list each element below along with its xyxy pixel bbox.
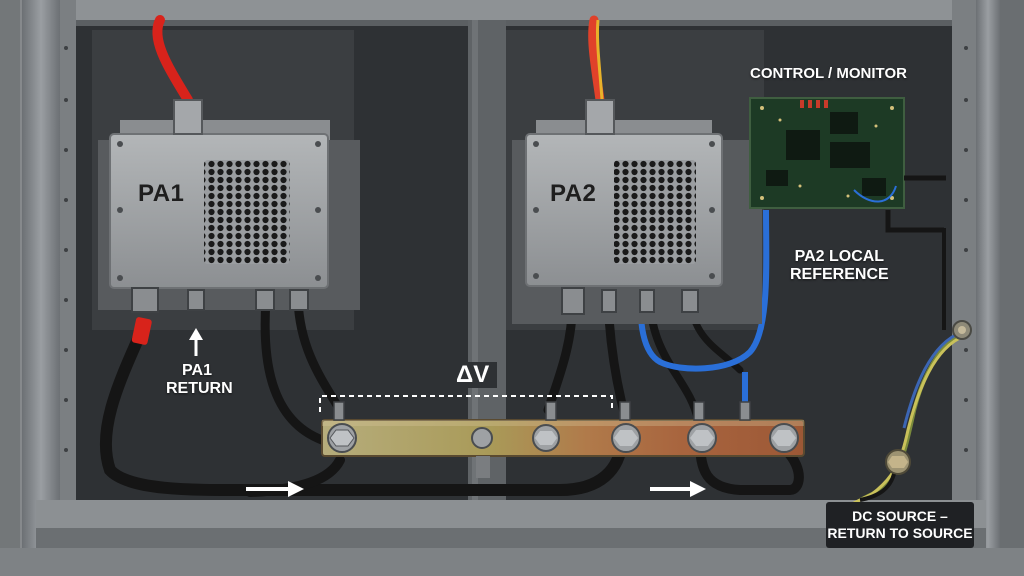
pa1-name-label: PA1	[138, 180, 185, 207]
pa2-local-reference-line1: PA2 LOCAL	[794, 248, 885, 265]
dc-source-line2: RETURN TO SOURCE	[827, 525, 973, 541]
pa2-local-reference-line2: REFERENCE	[790, 265, 889, 283]
pa1-return-label: PA1 RETURN	[166, 362, 233, 397]
pa1-return-line2: RETURN	[166, 379, 233, 397]
pa1-return-line1: PA1	[182, 362, 212, 379]
pa2-name-label: PA2	[550, 180, 597, 207]
control-monitor-label: CONTROL / MONITOR	[750, 65, 907, 82]
pa2-local-reference-label: PA2 LOCAL REFERENCE	[790, 248, 889, 283]
dc-source-line1: DC SOURCE –	[852, 508, 948, 525]
delta-v-label: ΔV	[448, 361, 498, 389]
dc-source-label: DC SOURCE – RETURN TO SOURCE	[826, 502, 974, 548]
